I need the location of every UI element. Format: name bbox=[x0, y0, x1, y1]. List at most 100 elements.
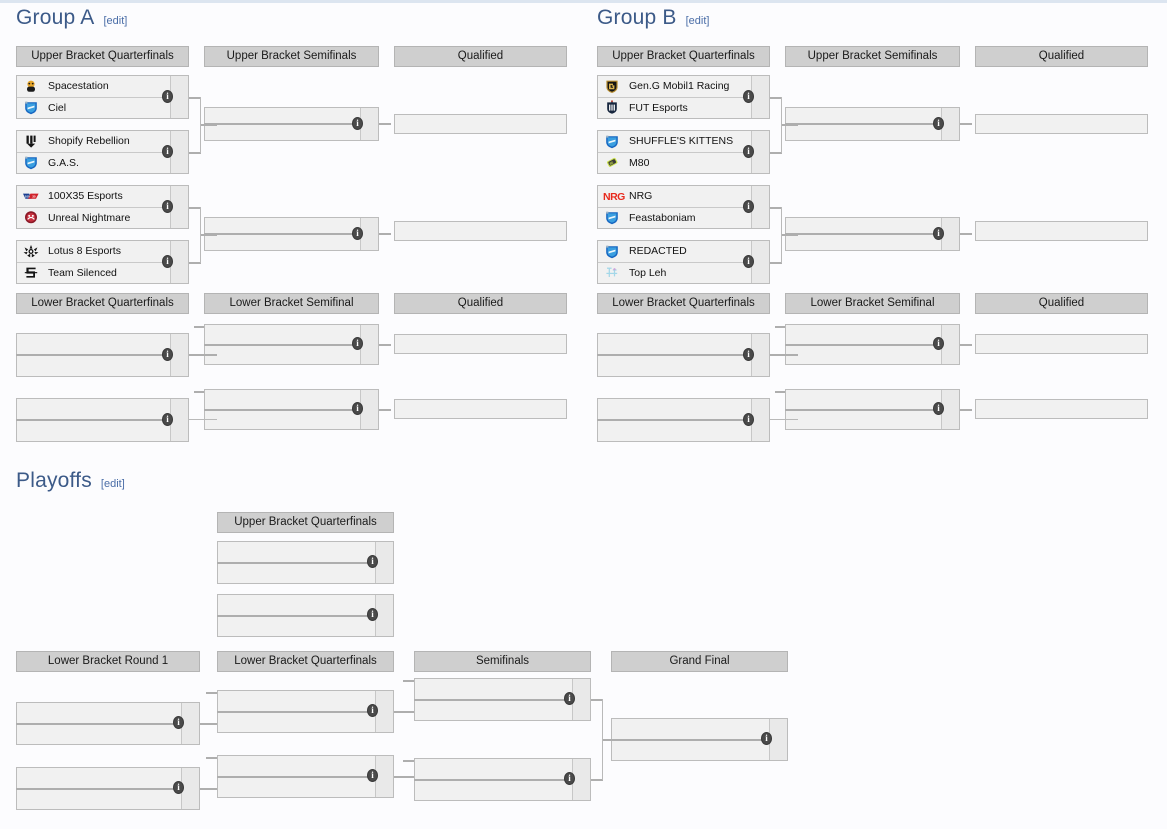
team-silenced-logo bbox=[22, 265, 40, 280]
group-a-ubsf-info-2[interactable]: i bbox=[352, 227, 363, 240]
group-a-conn-ubqf2-v bbox=[200, 124, 201, 153]
group-a-conn-lbqf2-out bbox=[189, 419, 217, 420]
group-a-lbsf-info-2[interactable]: i bbox=[352, 402, 363, 415]
group-a-conn-lbqf1-out bbox=[189, 354, 217, 356]
group-a-ubqf-info-2[interactable]: i bbox=[162, 145, 173, 158]
group-b-lower-qualified-2[interactable] bbox=[975, 399, 1148, 419]
group-b-upper-qualified-2[interactable] bbox=[975, 221, 1148, 241]
group-a-conn-ubqf3-v bbox=[200, 207, 201, 235]
group-a-lbqf-info-1[interactable]: i bbox=[162, 348, 173, 361]
group-a-lbsf-info-1[interactable]: i bbox=[352, 337, 363, 350]
team-name: Team Silenced bbox=[48, 266, 117, 279]
group-b-conn-ubqf1-in bbox=[781, 124, 798, 126]
playoffs-lbr1-info-2[interactable]: i bbox=[173, 781, 184, 794]
group-a-ubqf-info-1[interactable]: i bbox=[162, 90, 173, 103]
match-opponent-bottom bbox=[415, 779, 572, 800]
group-b-ubsf-info-1[interactable]: i bbox=[933, 117, 944, 130]
group-a-header-upper-qualified: Qualified bbox=[394, 46, 567, 67]
match-opponent-bottom: Unreal Nightmare bbox=[17, 206, 170, 229]
spacestation-logo bbox=[22, 79, 40, 94]
match-opponent-top bbox=[17, 703, 181, 723]
group-a-conn-ubqf4-v bbox=[200, 234, 201, 263]
group-b-lbsf-info-1[interactable]: i bbox=[933, 337, 944, 350]
team-logo-placeholder bbox=[223, 759, 241, 774]
section-heading-group-a: Group A[edit] bbox=[16, 6, 127, 30]
group-b-ubqf-match-4[interactable]: REDACTED Top Leh bbox=[597, 240, 770, 284]
group-a-lbsf1-stub bbox=[194, 326, 204, 328]
playoffs-lbqf-info-2[interactable]: i bbox=[367, 769, 378, 782]
match-opponent-bottom: Ciel bbox=[17, 96, 170, 119]
group-a-ubqf-info-3[interactable]: i bbox=[162, 200, 173, 213]
qualified-team bbox=[976, 222, 1147, 240]
team-logo-placeholder bbox=[400, 224, 418, 239]
page-top-rule bbox=[0, 0, 1167, 3]
team-name: SHUFFLE'S KITTENS bbox=[629, 135, 734, 148]
group-b-lbsf-info-2[interactable]: i bbox=[933, 402, 944, 415]
group-a-lower-qualified-1[interactable] bbox=[394, 334, 567, 354]
shield-blue-logo bbox=[603, 244, 621, 259]
group-b-lbqf-info-2[interactable]: i bbox=[743, 413, 754, 426]
group-b-ubqf-info-2[interactable]: i bbox=[743, 145, 754, 158]
team-name: Unreal Nightmare bbox=[48, 211, 131, 224]
playoffs-ubqf-info-2[interactable]: i bbox=[367, 608, 378, 621]
group-a-header-upper-quarterfinals: Upper Bracket Quarterfinals bbox=[16, 46, 189, 67]
playoffs-sf-info-2[interactable]: i bbox=[564, 772, 575, 785]
team-name: Top Leh bbox=[629, 266, 667, 279]
match-opponent-top: REDACTED bbox=[598, 241, 751, 262]
group-b-upper-qualified-1[interactable] bbox=[975, 114, 1148, 134]
team-logo-placeholder bbox=[223, 545, 241, 560]
playoffs-grand-final-info[interactable]: i bbox=[761, 732, 772, 745]
match-opponent-top: Gen.G Mobil1 Racing bbox=[598, 76, 751, 97]
group-a-edit-link[interactable]: [edit] bbox=[103, 15, 128, 27]
playoffs-header-semifinals: Semifinals bbox=[414, 651, 591, 672]
group-a-lower-qualified-2[interactable] bbox=[394, 399, 567, 419]
group-b-ubqf-info-3[interactable]: i bbox=[743, 200, 754, 213]
group-b-ubqf-info-1[interactable]: i bbox=[743, 90, 754, 103]
top-leh-logo bbox=[603, 265, 621, 280]
playoffs-lbr1-info-1[interactable]: i bbox=[173, 716, 184, 729]
group-a-upper-qualified-1[interactable] bbox=[394, 114, 567, 134]
group-a-ubsf-info-1[interactable]: i bbox=[352, 117, 363, 130]
team-logo-placeholder bbox=[603, 358, 621, 373]
group-a-conn-ubqf1 bbox=[189, 97, 201, 99]
playoffs-conn-sf2-out bbox=[591, 779, 603, 781]
group-a-header-upper-semifinals: Upper Bracket Semifinals bbox=[204, 46, 379, 67]
group-a-lbqf-info-2[interactable]: i bbox=[162, 413, 173, 426]
group-b-ubqf-info-4[interactable]: i bbox=[743, 255, 754, 268]
group-b-lower-qualified-1[interactable] bbox=[975, 334, 1148, 354]
match-opponent-top bbox=[205, 218, 360, 234]
playoffs-header-grand-final: Grand Final bbox=[611, 651, 788, 672]
team-logo-placeholder bbox=[617, 722, 635, 737]
team-logo-placeholder bbox=[420, 703, 438, 718]
svg-text:100: 100 bbox=[25, 194, 30, 198]
svg-text:NRG: NRG bbox=[603, 191, 625, 203]
match-opponent-bottom bbox=[786, 123, 941, 141]
group-b-lbqf1-divider bbox=[597, 354, 752, 356]
team-name: M80 bbox=[629, 156, 650, 169]
group-b-edit-link[interactable]: [edit] bbox=[685, 15, 710, 27]
group-a-ubqf-info-4[interactable]: i bbox=[162, 255, 173, 268]
match-opponent-top bbox=[598, 399, 751, 420]
playoffs-header-lower-quarterfinals: Lower Bracket Quarterfinals bbox=[217, 651, 394, 672]
group-b-ubsf-info-2[interactable]: i bbox=[933, 227, 944, 240]
team-logo-placeholder bbox=[223, 780, 241, 795]
shopify-rebellion-logo bbox=[22, 134, 40, 149]
group-b-conn-ubsf1-out bbox=[960, 123, 972, 125]
group-a-upper-qualified-2[interactable] bbox=[394, 221, 567, 241]
playoffs-sf-info-1[interactable]: i bbox=[564, 692, 575, 705]
playoffs-edit-link[interactable]: [edit] bbox=[100, 478, 125, 490]
playoffs-lbqf-info-1[interactable]: i bbox=[367, 704, 378, 717]
match-opponent-bottom bbox=[17, 788, 181, 809]
group-b-lbqf-info-1[interactable]: i bbox=[743, 348, 754, 361]
team-logo-placeholder bbox=[603, 423, 621, 438]
playoffs-ubqf-info-1[interactable]: i bbox=[367, 555, 378, 568]
